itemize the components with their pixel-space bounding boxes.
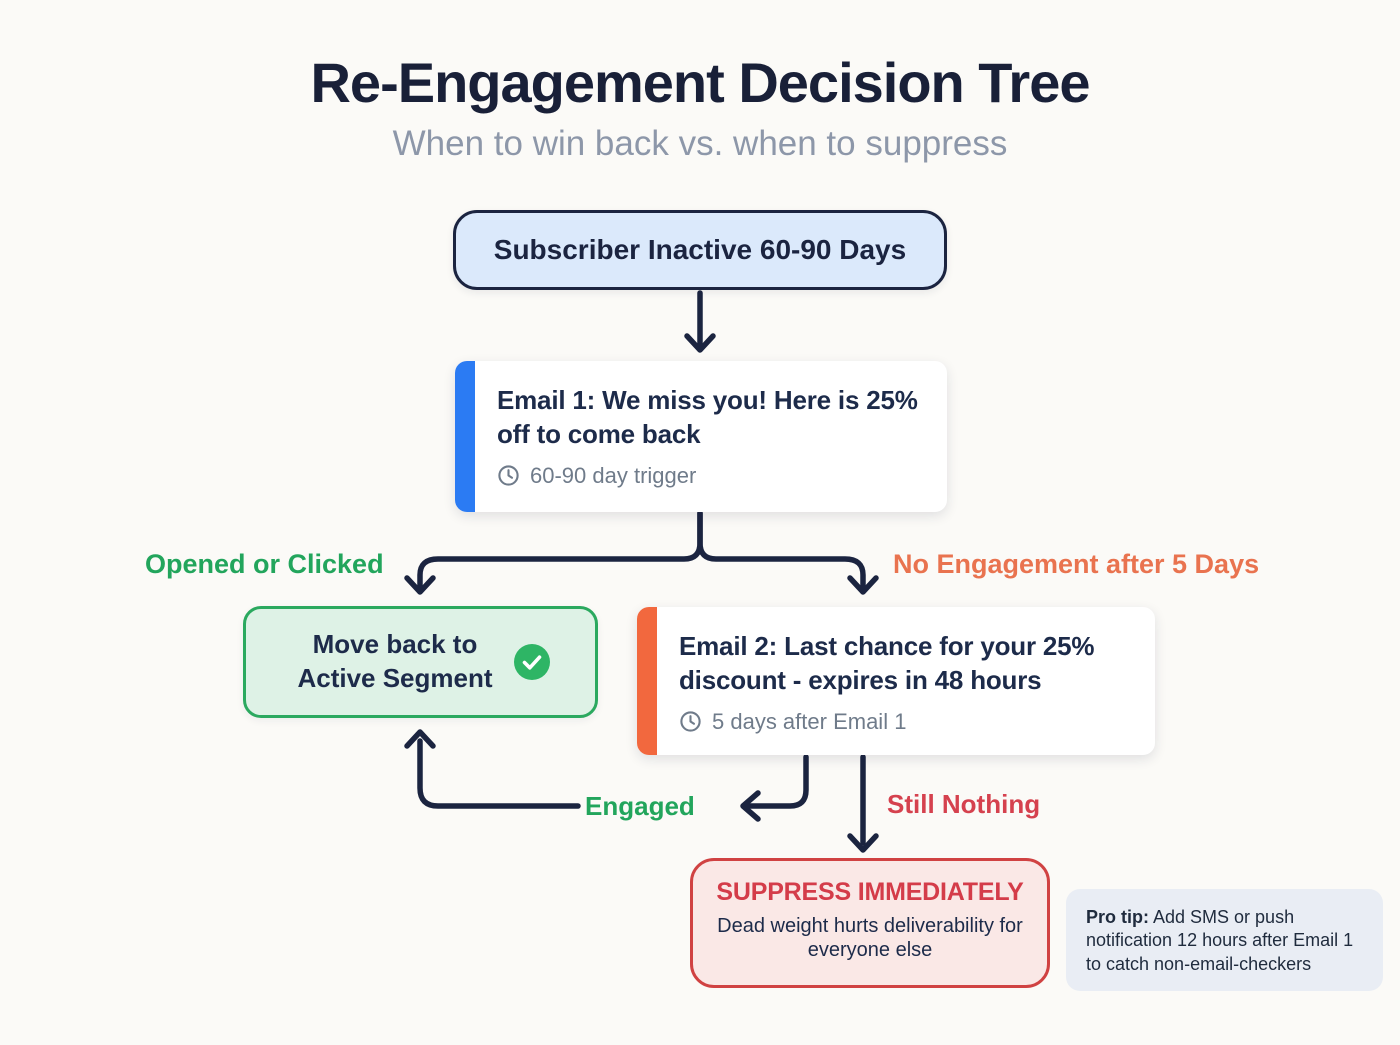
connector-email2-to-engaged [740, 754, 809, 822]
email1-meta: 60-90 day trigger [497, 463, 919, 489]
connector-email1-split-left [404, 510, 703, 595]
clock-icon [498, 465, 519, 486]
protip-label: Pro tip: [1086, 907, 1149, 927]
email2-meta-text: 5 days after Email 1 [712, 708, 907, 734]
clock-icon [680, 711, 701, 732]
connector-start-to-email1 [684, 290, 716, 353]
branch-label-no-engagement: No Engagement after 5 Days [893, 549, 1260, 579]
suppress-title: SUPPRESS IMMEDIATELY [716, 878, 1024, 906]
suppress-node: SUPPRESS IMMEDIATELY Dead weight hurts d… [690, 858, 1050, 988]
email2-accent-bar [637, 607, 657, 755]
protip-card: Pro tip: Add SMS or push notification 12… [1066, 889, 1383, 992]
edge-label-still-nothing: Still Nothing [887, 789, 1041, 819]
connector-engaged-to-active-segment [404, 729, 581, 809]
email2-card: Email 2: Last chance for your 25% discou… [637, 607, 1155, 755]
suppress-subtitle: Dead weight hurts deliverability for eve… [717, 915, 1023, 962]
active-segment-node: Move back to Active Segment [243, 606, 598, 718]
email1-body: Email 1: We miss you! Here is 25% off to… [475, 361, 947, 512]
email2-body: Email 2: Last chance for your 25% discou… [657, 607, 1155, 755]
start-node-label: Subscriber Inactive 60-90 Days [493, 234, 907, 265]
protip-text: Add SMS or push notification 12 hours af… [1086, 907, 1354, 974]
email1-accent-bar [455, 361, 475, 512]
email1-title: Email 1: We miss you! Here is 25% off to… [497, 385, 918, 450]
page-title: Re-Engagement Decision Tree [310, 51, 1090, 114]
email1-meta-text: 60-90 day trigger [530, 462, 697, 488]
email2-meta: 5 days after Email 1 [679, 709, 1127, 735]
page-subtitle: When to win back vs. when to suppress [392, 124, 1008, 163]
active-segment-label: Move back to Active Segment [297, 629, 493, 693]
branch-label-opened: Opened or Clicked [145, 549, 384, 579]
connector-email2-to-suppress [847, 754, 879, 853]
check-circle-icon [513, 644, 550, 680]
edge-label-engaged: Engaged [585, 791, 695, 821]
connector-email1-split-right [697, 510, 879, 595]
start-node: Subscriber Inactive 60-90 Days [453, 210, 947, 290]
email2-title: Email 2: Last chance for your 25% discou… [679, 631, 1095, 696]
email1-card: Email 1: We miss you! Here is 25% off to… [455, 361, 947, 512]
